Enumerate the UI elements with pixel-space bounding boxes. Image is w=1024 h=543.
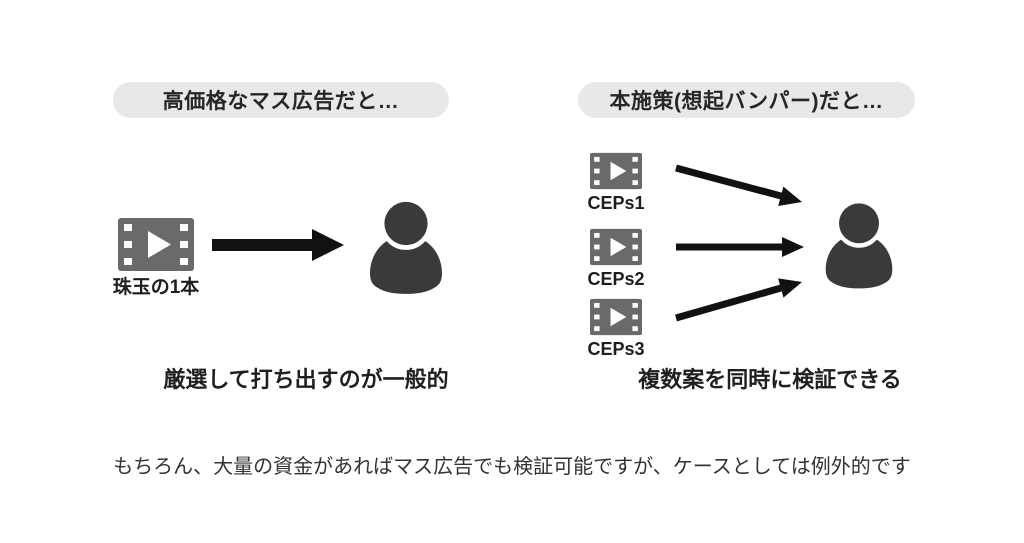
left-header-label: 高価格なマス広告だと… <box>162 90 400 113</box>
right-caption: 複数案を同時に検証できる <box>638 367 902 392</box>
left-caption: 厳選して打ち出すのが一般的 <box>163 367 449 392</box>
video-label: CEPs3 <box>587 339 645 359</box>
film-icon <box>590 297 642 337</box>
film-icon <box>590 151 642 191</box>
footer-note: もちろん、大量の資金があればマス広告でも検証可能ですが、ケースとしては例外的です <box>113 456 911 478</box>
video-label: CEPs1 <box>587 193 645 213</box>
video-label: 珠玉の1本 <box>112 277 200 298</box>
person-icon <box>366 199 446 296</box>
left-header-pill: 高価格なマス広告だと… <box>113 82 449 118</box>
person-icon <box>822 197 896 294</box>
film-icon <box>590 227 642 267</box>
arrows-icon <box>675 164 804 322</box>
film-icon <box>118 218 194 271</box>
arrow-icon <box>212 229 344 261</box>
right-header-pill: 本施策(想起バンパー)だと… <box>578 82 915 118</box>
right-header-label: 本施策(想起バンパー)だと… <box>609 90 884 113</box>
video-label: CEPs2 <box>587 269 645 289</box>
